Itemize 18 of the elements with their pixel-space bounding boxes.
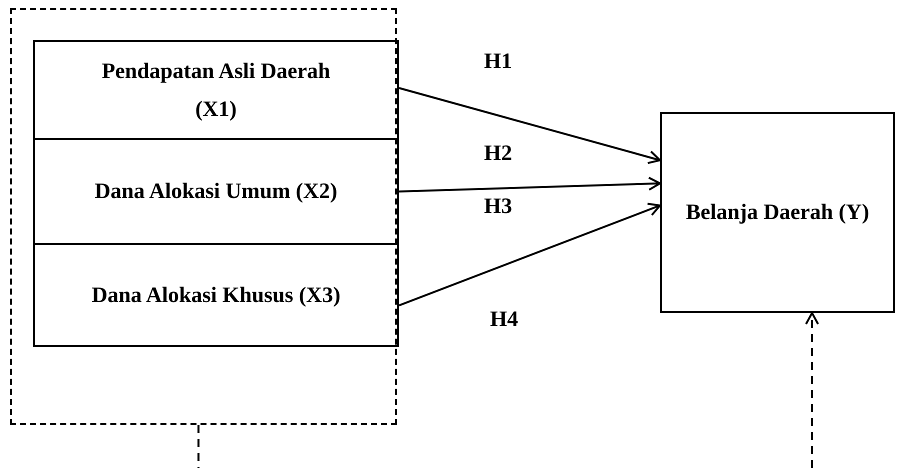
node-label: Dana Alokasi Umum (X2) (94, 177, 338, 206)
arrow (398, 87, 661, 164)
dependent-variable-box (660, 112, 895, 313)
hypothesis-label: H4 (490, 306, 518, 332)
node-label: Dana Alokasi Khusus (X3) (92, 280, 340, 309)
variable-box (33, 138, 399, 245)
dashed-line (197, 425, 200, 468)
hypothesis-label: H1 (484, 48, 512, 74)
arrow (398, 202, 661, 306)
hypothesis-label: H2 (484, 140, 512, 166)
dashed-group-box (10, 8, 397, 425)
variable-box (33, 40, 399, 140)
node-label: Pendapatan Asli Daerah (X1) (100, 56, 332, 123)
dashed-line (805, 312, 820, 468)
hypothesis-label: H3 (484, 193, 512, 219)
arrow (398, 176, 661, 192)
variable-box (33, 243, 399, 347)
node-label: Belanja Daerah (Y) (686, 198, 870, 226)
